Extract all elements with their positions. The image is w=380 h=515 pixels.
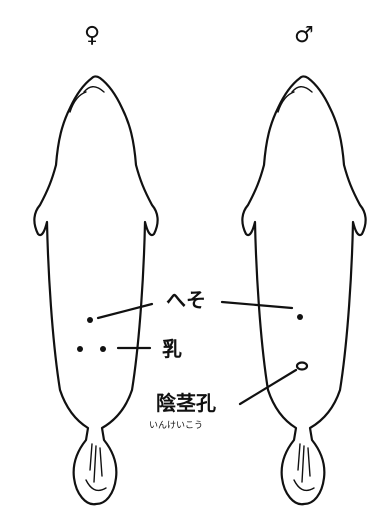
nipple-label: 乳 bbox=[162, 337, 182, 361]
female-navel-dot bbox=[87, 317, 93, 323]
female-body bbox=[34, 77, 157, 505]
female-nipple-left bbox=[77, 346, 83, 352]
penile-opening-reading: いんけいこう bbox=[149, 420, 203, 431]
penile-opening-leader bbox=[240, 370, 296, 404]
male-navel-dot bbox=[297, 314, 303, 320]
male-penile-opening bbox=[297, 363, 307, 370]
navel-leader-right bbox=[222, 302, 292, 308]
male-symbol: ♂ bbox=[294, 23, 314, 48]
navel-leader-left bbox=[98, 304, 152, 318]
penile-opening-label: 陰茎孔 bbox=[156, 391, 216, 415]
navel-label: へそ bbox=[166, 288, 206, 312]
female-symbol: ♀ bbox=[84, 23, 100, 48]
male-body bbox=[242, 77, 365, 505]
female-nipple-right bbox=[100, 346, 106, 352]
